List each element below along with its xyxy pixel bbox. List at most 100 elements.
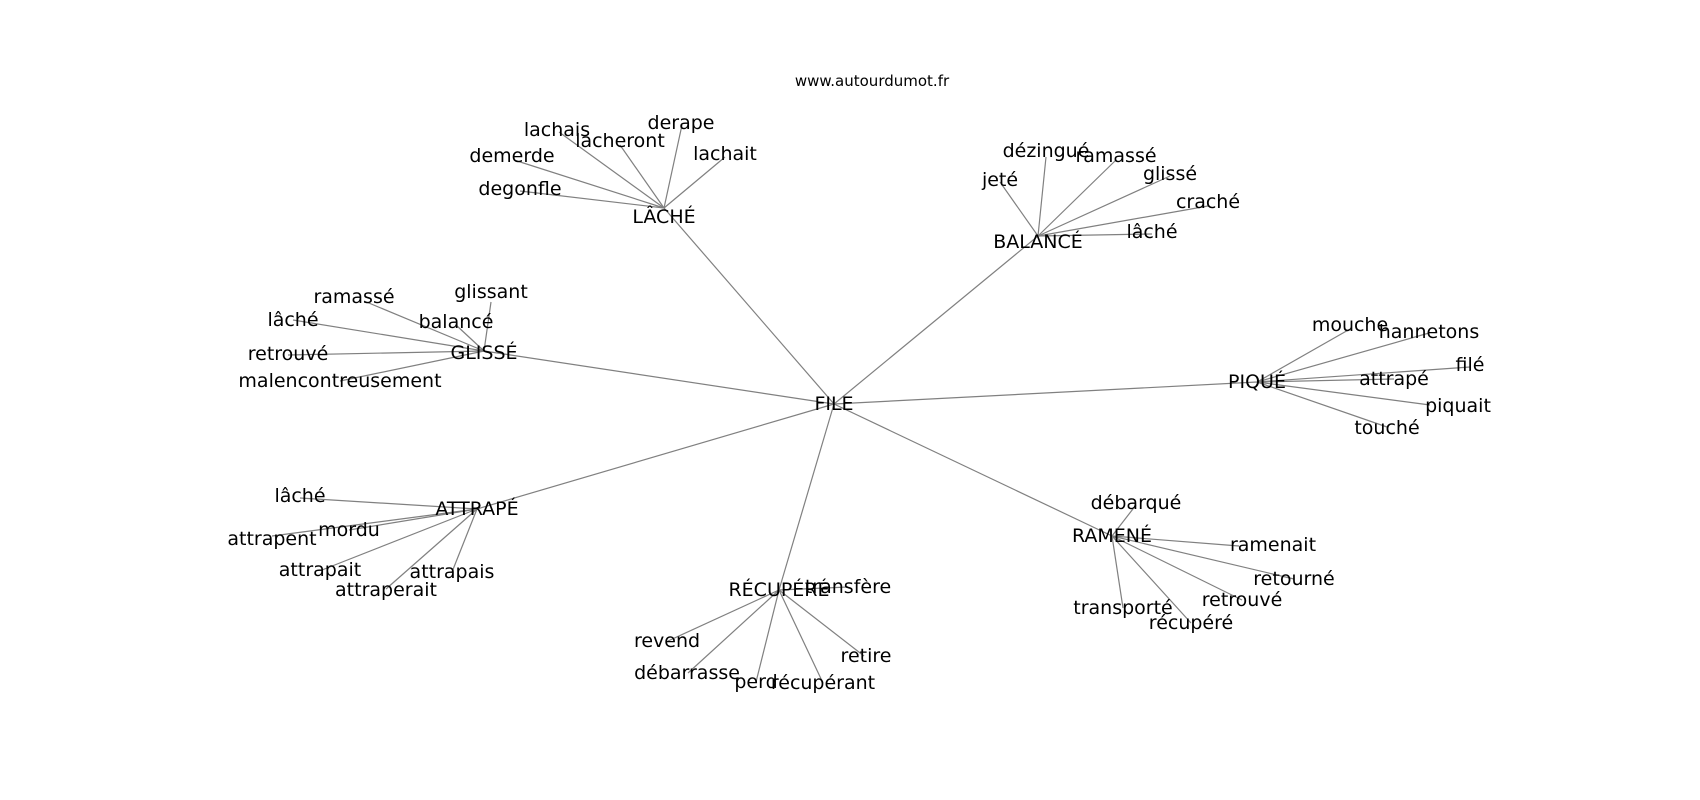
edge-hub-leaf [299, 497, 478, 510]
node-leaf: retrouvé [248, 343, 329, 365]
node-leaf: attrapait [279, 559, 361, 581]
edge-root-hub [663, 207, 835, 405]
node-leaf: derape [648, 112, 715, 134]
edge-hub-leaf [1111, 535, 1295, 580]
edge-hub-leaf [1111, 504, 1137, 537]
node-leaf: perd [734, 671, 777, 693]
node-leaf: ramassé [1075, 145, 1156, 167]
node-hub: LÂCHÉ [632, 205, 695, 228]
edge-hub-leaf [483, 301, 492, 352]
edge-hub-leaf [1256, 381, 1388, 428]
node-leaf: récupéré [1149, 612, 1233, 634]
node-leaf: hannetons [1379, 321, 1479, 343]
node-leaf: craché [1176, 191, 1240, 213]
edge-root-hub [833, 403, 1113, 537]
node-root: FILE [814, 393, 853, 415]
node-leaf: attrapent [227, 528, 316, 550]
edge-hub-leaf [513, 159, 665, 209]
node-leaf: lachais [524, 119, 590, 141]
node-hub: RAMENÉ [1072, 524, 1152, 547]
edge-hub-leaf [663, 156, 726, 209]
node-leaf: débarqué [1091, 492, 1182, 514]
edge-hub-leaf [292, 319, 485, 352]
edge-root-hub [778, 403, 835, 591]
edge-hub-leaf [667, 589, 780, 642]
edge-hub-leaf [287, 350, 485, 356]
node-leaf: lâché [267, 309, 318, 331]
edge-hub-leaf [363, 300, 485, 352]
node-leaf: transporté [1073, 597, 1172, 619]
edge-hub-leaf [271, 508, 478, 537]
edge-hub-leaf [999, 181, 1039, 237]
edge-root-hub [833, 381, 1258, 405]
edge-hub-leaf [339, 350, 485, 382]
source-url: www.autourdumot.fr [794, 72, 950, 90]
edge-root-hub [483, 350, 835, 405]
edge-hub-leaf [385, 508, 478, 590]
edge-hub-leaf [519, 190, 665, 209]
node-leaf: glissant [454, 281, 528, 303]
node-hub: ATTRAPÉ [435, 497, 518, 520]
edge-hub-leaf [663, 124, 683, 209]
node-leaf: mouche [1312, 314, 1388, 336]
edge-hub-leaf [778, 586, 849, 591]
edge-hub-leaf [1037, 233, 1153, 237]
node-leaf: retrouvé [1202, 589, 1283, 611]
edge-hub-leaf [755, 589, 780, 683]
edge-hub-leaf [558, 131, 665, 209]
node-leaf: jeté [981, 169, 1018, 191]
node-leaf: retire [841, 645, 892, 667]
edge-hub-leaf [1111, 535, 1124, 609]
node-leaf: ramenait [1230, 534, 1316, 556]
edge-hub-leaf [1037, 205, 1209, 237]
node-leaf: transfère [805, 576, 891, 598]
node-leaf: touché [1354, 417, 1419, 439]
edge-hub-leaf [455, 324, 485, 352]
edge-hub-leaf [1256, 381, 1431, 406]
node-leaf: lâché [1126, 221, 1177, 243]
node-leaf: lacheront [575, 130, 665, 152]
edge-hub-leaf [687, 589, 780, 674]
edge-hub-leaf [1256, 378, 1395, 383]
node-leaf: attraperait [335, 579, 437, 601]
node-leaf: lachait [693, 143, 757, 165]
edge-hub-leaf [1111, 535, 1240, 547]
node-leaf: revend [634, 630, 700, 652]
edges [271, 124, 1471, 684]
edge-hub-leaf [778, 589, 865, 657]
node-hub: RÉCUPÉRÉ [728, 578, 829, 601]
node-leaf: récupérant [771, 672, 875, 694]
node-leaf: glissé [1143, 163, 1197, 185]
node-leaf: ramassé [313, 286, 394, 308]
edge-hub-leaf [778, 589, 824, 684]
node-hub: BALANCÉ [993, 230, 1083, 253]
edge-root-hub [476, 403, 835, 510]
node-leaf: malencontreusement [238, 370, 441, 392]
node-hub: GLISSÉ [450, 341, 517, 364]
node-leaf: lâché [274, 485, 325, 507]
edge-hub-leaf [1037, 159, 1117, 237]
node-leaf: dézingué [1003, 140, 1090, 162]
edge-hub-leaf [1111, 535, 1192, 624]
node-leaf: retourné [1253, 568, 1334, 590]
edge-hub-leaf [1037, 175, 1171, 237]
node-leaf: filé [1456, 354, 1485, 376]
edge-hub-leaf [1256, 328, 1351, 383]
edge-hub-leaf [619, 144, 665, 209]
edge-hub-leaf [348, 508, 478, 531]
node-leaf: piquait [1425, 395, 1491, 417]
edge-hub-leaf [321, 508, 478, 571]
node-leaf: balancé [419, 311, 494, 333]
node-leaf: attrapé [1359, 368, 1429, 390]
node-leaf: degonfle [478, 178, 561, 200]
node-hub: PIQUÉ [1228, 370, 1286, 393]
node-leaf: demerde [469, 145, 554, 167]
edge-hub-leaf [451, 508, 478, 573]
node-leaf: débarrasse [634, 662, 740, 684]
edge-hub-leaf [1256, 332, 1430, 383]
edge-root-hub [833, 235, 1039, 405]
edge-hub-leaf [1111, 535, 1243, 601]
